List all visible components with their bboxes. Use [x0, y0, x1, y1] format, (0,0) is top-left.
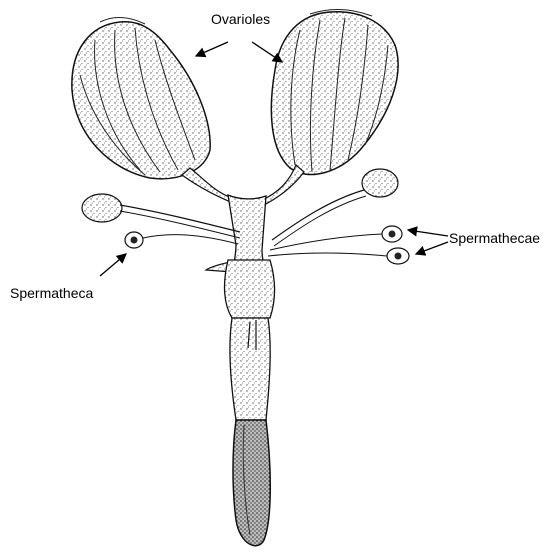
label-spermathecae: Spermathecae — [449, 231, 540, 245]
label-ovarioles: Ovarioles — [211, 12, 270, 26]
right-ovary — [271, 9, 398, 174]
label-spermatheca: Spermatheca — [10, 286, 93, 300]
arrow-spermathecae-upper — [408, 230, 448, 236]
arrow-spermatheca — [100, 254, 126, 276]
left-ovary — [72, 17, 210, 178]
arrow-ovarioles-left — [196, 42, 228, 56]
arrow-spermathecae-lower — [416, 242, 448, 254]
arrow-ovarioles-right — [252, 42, 282, 62]
left-spermathecae — [82, 194, 240, 248]
genital-chamber — [206, 260, 275, 546]
